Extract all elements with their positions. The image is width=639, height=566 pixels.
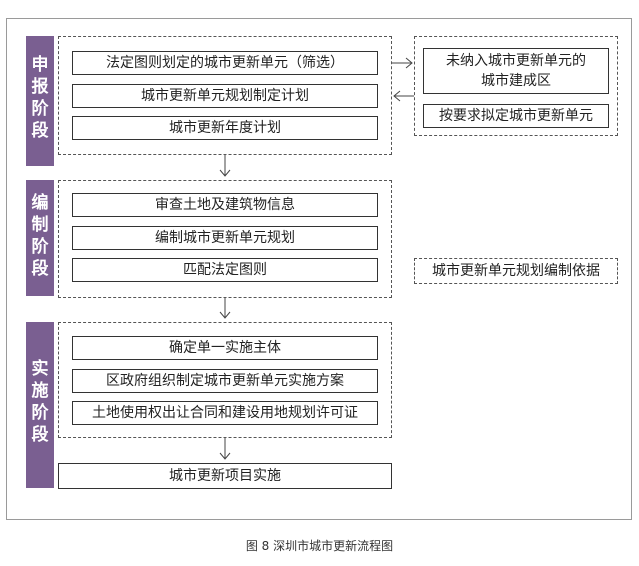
- stage1-group: [58, 36, 392, 155]
- side-unincluded-area: 未纳入城市更新单元的 城市建成区: [423, 48, 609, 94]
- stage3-step-permit: 土地使用权出让合同和建设用地规划许可证: [72, 401, 378, 425]
- stage-label-implement: 实施阶段: [26, 322, 54, 488]
- stage2-side-basis: 城市更新单元规划编制依据: [414, 258, 618, 284]
- stage2-step-compile: 编制城市更新单元规划: [72, 226, 378, 250]
- side-draft-unit: 按要求拟定城市更新单元: [423, 104, 609, 128]
- arrowhead-stage3-to-final: [219, 452, 231, 460]
- stage-label-compile-text: 编制阶段: [31, 193, 49, 279]
- stage1-step-annual: 城市更新年度计划: [72, 116, 378, 140]
- stage3-step-entity: 确定单一实施主体: [72, 336, 378, 360]
- stage3-group: [58, 322, 392, 438]
- stage-label-implement-text: 实施阶段: [31, 359, 49, 445]
- stage3-step-scheme: 区政府组织制定城市更新单元实施方案: [72, 369, 378, 393]
- stage1-step-zoning: 法定图则划定的城市更新单元（筛选）: [72, 51, 378, 75]
- stage1-side-group: [414, 36, 618, 136]
- arrowhead-zoning-to-side: [405, 57, 413, 69]
- stage2-step-review: 审查土地及建筑物信息: [72, 193, 378, 217]
- side-unincluded-area-text: 未纳入城市更新单元的 城市建成区: [446, 53, 586, 89]
- arrowhead-stage2-to-stage3: [219, 311, 231, 319]
- stage-label-compile: 编制阶段: [26, 180, 54, 296]
- stage2-group: [58, 180, 392, 298]
- stage-label-apply: 申报阶段: [26, 36, 54, 166]
- stage2-step-match: 匹配法定图则: [72, 258, 378, 282]
- stage-label-apply-text: 申报阶段: [31, 55, 49, 141]
- figure-caption: 图 8 深圳市城市更新流程图: [245, 539, 394, 553]
- arrowhead-side-to-plan: [393, 90, 401, 102]
- final-step-implement: 城市更新项目实施: [58, 463, 392, 489]
- arrowhead-stage1-to-stage2: [219, 169, 231, 177]
- stage1-step-plan: 城市更新单元规划制定计划: [72, 84, 378, 108]
